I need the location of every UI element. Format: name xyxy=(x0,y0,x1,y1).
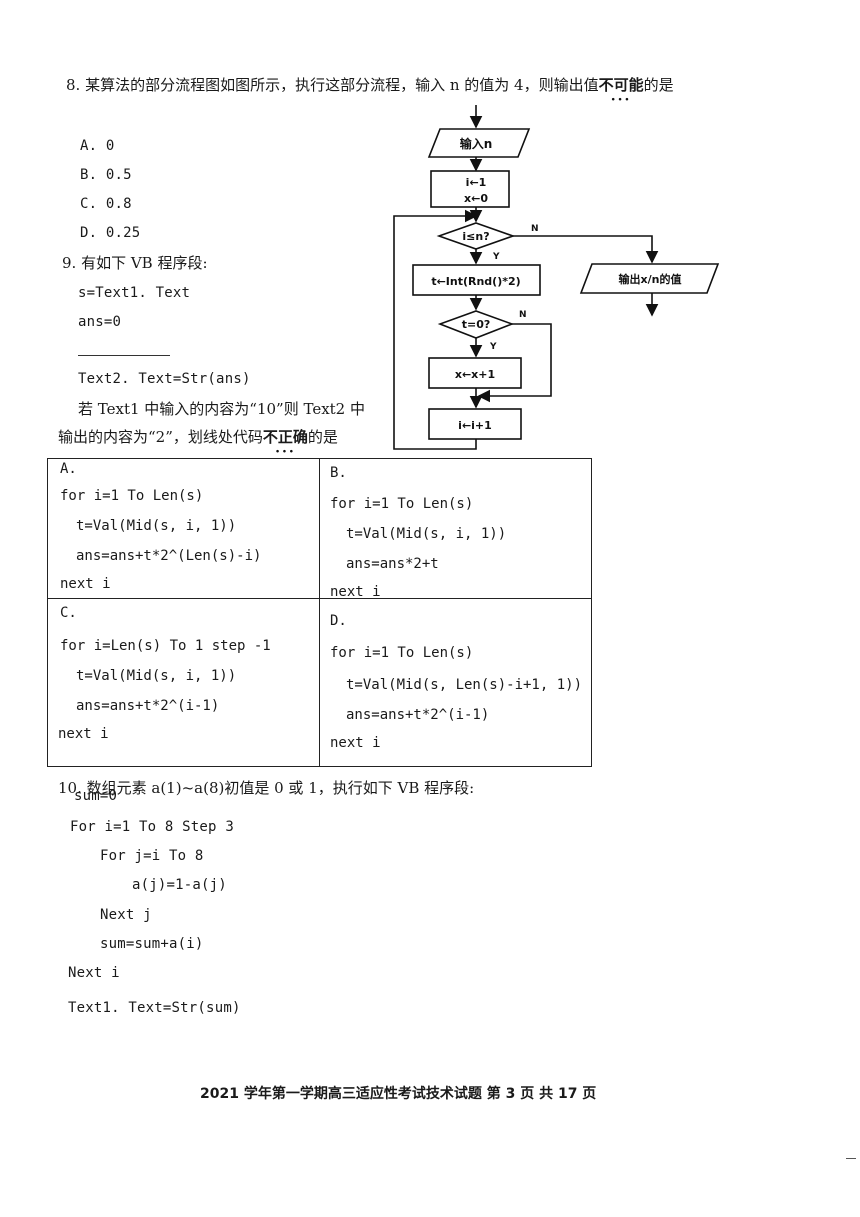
flow-inci-label: i←i+1 xyxy=(458,419,492,432)
q9-option-c-line-4: next i xyxy=(58,726,109,742)
q9-option-d-line-2: t=Val(Mid(s, Len(s)-i+1, 1)) xyxy=(346,677,583,693)
q9-code-line-3: Text2. Text=Str(ans) xyxy=(78,371,251,387)
q8-stem: 8. 某算法的部分流程图如图所示，执行这部分流程，输入 n 的值为 4，则输出值… xyxy=(66,76,674,109)
q9-code-line-1: s=Text1. Text xyxy=(78,285,191,301)
q9-desc-line-1: 若 Text1 中输入的内容为“10”则 Text2 中 xyxy=(78,400,365,418)
q10-code-line-5: Next j xyxy=(100,907,152,923)
q9-option-b-cell: B. for i=1 To Len(s) t=Val(Mid(s, i, 1))… xyxy=(319,458,592,600)
q10-code-line-4: a(j)=1-a(j) xyxy=(132,877,227,893)
flow-incx-label: x←x+1 xyxy=(455,368,495,381)
q8-stem-emphasis: 不可能 xyxy=(599,76,644,109)
q8-stem-pre: 8. 某算法的部分流程图如图所示，执行这部分流程，输入 n 的值为 4，则输出值 xyxy=(66,76,599,94)
q9-option-c-line-1: for i=Len(s) To 1 step -1 xyxy=(60,638,271,654)
flow-output-label: 输出x/n的值 xyxy=(619,272,682,286)
flow-init1-label: i←1 xyxy=(466,176,487,189)
q9-desc2-emphasis: 不正确 xyxy=(263,428,308,461)
flow-input-shape xyxy=(427,128,531,158)
q8-option-a: A. 0 xyxy=(80,138,115,154)
flow-cond1-no: N xyxy=(531,224,539,234)
q10-code-line-6: sum=sum+a(i) xyxy=(100,936,204,952)
q9-code-line-2: ans=0 xyxy=(78,314,122,330)
q9-option-c-cell: C. for i=Len(s) To 1 step -1 t=Val(Mid(s… xyxy=(47,598,320,767)
q8-option-d: D. 0.25 xyxy=(80,225,141,241)
flow-cond2-label: t=0? xyxy=(462,318,491,331)
q10-code-line-2: For i=1 To 8 Step 3 xyxy=(70,819,234,835)
flow-cond2-yes: Y xyxy=(489,342,497,352)
q9-option-a-label: A. xyxy=(60,461,77,477)
q8-option-b: B. 0.5 xyxy=(80,167,132,183)
q9-option-d-cell: D. for i=1 To Len(s) t=Val(Mid(s, Len(s)… xyxy=(319,598,592,767)
flow-cond1-label: i≤n? xyxy=(462,230,489,243)
q9-option-b-label: B. xyxy=(330,465,347,481)
q9-option-d-line-4: next i xyxy=(330,735,381,751)
q9-option-a-line-3: ans=ans+t*2^(Len(s)-i) xyxy=(76,548,262,564)
flow-init-box xyxy=(430,170,510,208)
page-footer: 2021 学年第一学期高三适应性考试技术试题 第 3 页 共 17 页 xyxy=(200,1086,597,1102)
q9-option-d-line-1: for i=1 To Len(s) xyxy=(330,645,474,661)
q9-option-a-line-2: t=Val(Mid(s, i, 1)) xyxy=(76,518,237,534)
q10-code-line-7: Next i xyxy=(68,965,120,981)
q9-option-a-line-1: for i=1 To Len(s) xyxy=(60,488,204,504)
q9-desc2-pre: 输出的内容为“2”，划线处代码 xyxy=(58,428,263,446)
q10-code-line-1: sum=0 xyxy=(74,788,118,804)
q8-stem-post: 的是 xyxy=(643,76,674,94)
q9-option-b-line-4: next i xyxy=(330,584,381,600)
q9-options-table: A. for i=1 To Len(s) t=Val(Mid(s, i, 1))… xyxy=(47,458,592,767)
q9-option-c-line-2: t=Val(Mid(s, i, 1)) xyxy=(76,668,237,684)
q9-option-d-line-3: ans=ans+t*2^(i-1) xyxy=(346,707,490,723)
q9-option-b-line-2: t=Val(Mid(s, i, 1)) xyxy=(346,526,507,542)
edge-mark xyxy=(846,1158,856,1159)
q9-blank-line xyxy=(78,355,170,356)
q10-code-line-8: Text1. Text=Str(sum) xyxy=(68,1000,241,1016)
flow-output-shape xyxy=(579,263,720,294)
flow-input-label: 输入n xyxy=(460,136,493,151)
q9-desc-line-2: 输出的内容为“2”，划线处代码不正确的是 xyxy=(58,428,338,461)
q9-option-c-label: C. xyxy=(60,605,77,621)
flow-rnd-label: t←Int(Rnd()*2) xyxy=(431,275,520,288)
q9-desc2-post: 的是 xyxy=(307,428,338,446)
flowchart: 输入n i←1 x←0 i≤n? Y N t←Int(Rnd()*2) t=0?… xyxy=(393,105,720,450)
flow-inci-box xyxy=(428,408,522,440)
flow-init2-label: x←0 xyxy=(464,192,488,205)
q9-option-a-line-4: next i xyxy=(60,576,111,592)
flow-cond1-yes: Y xyxy=(492,252,500,262)
q9-option-b-line-1: for i=1 To Len(s) xyxy=(330,496,474,512)
q10-code-line-3: For j=i To 8 xyxy=(100,848,204,864)
q9-option-b-line-3: ans=ans*2+t xyxy=(346,556,439,572)
q9-option-a-cell: A. for i=1 To Len(s) t=Val(Mid(s, i, 1))… xyxy=(47,458,320,599)
q8-option-c: C. 0.8 xyxy=(80,196,132,212)
flow-incx-box xyxy=(428,357,522,389)
q9-option-d-label: D. xyxy=(330,613,347,629)
q10-stem: 10. 数组元素 a(1)~a(8)初值是 0 或 1，执行如下 VB 程序段: xyxy=(58,779,475,797)
q9-option-c-line-3: ans=ans+t*2^(i-1) xyxy=(76,698,220,714)
q9-stem: 9. 有如下 VB 程序段: xyxy=(62,254,208,272)
flow-cond2-no: N xyxy=(519,310,527,320)
